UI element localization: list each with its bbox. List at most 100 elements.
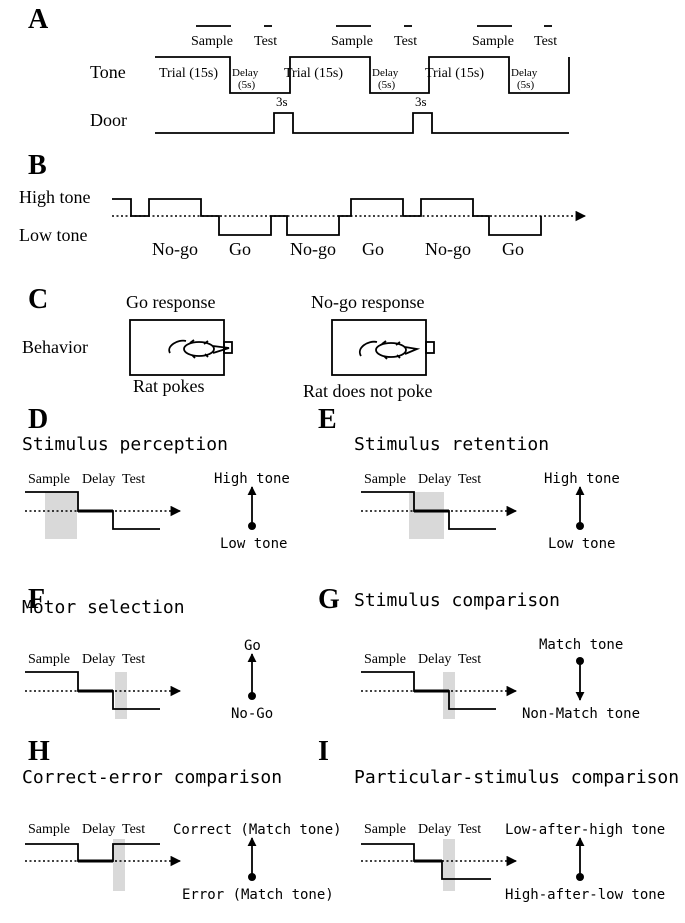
delay-duration: (5s) xyxy=(378,79,395,91)
response-label: Go xyxy=(362,239,384,259)
panel-title: Stimulus comparison xyxy=(354,590,560,611)
test-label: Test xyxy=(458,822,481,837)
tone-row-label: Tone xyxy=(90,62,126,82)
go-chamber xyxy=(129,319,225,376)
nogo-caption: Rat does not poke xyxy=(303,381,432,401)
origin-dot xyxy=(576,873,584,881)
bottom-condition-label: Non-Match tone xyxy=(522,706,640,722)
delay-label: Delay xyxy=(418,472,451,487)
delay-label: Delay xyxy=(372,67,399,79)
bottom-condition-label: No-Go xyxy=(231,706,273,722)
test-label: Test xyxy=(394,34,417,49)
trial-label: Trial (15s) xyxy=(425,66,484,81)
panel-e-letter: E xyxy=(318,404,337,435)
panel-title: Correct-error comparison xyxy=(22,767,282,788)
panel-c-letter: C xyxy=(28,284,48,315)
tone-trace xyxy=(155,56,570,94)
panel-b-letter: B xyxy=(28,150,47,181)
bottom-condition-label: Low tone xyxy=(220,536,287,552)
sample-test-markers: Sample Test Sample Test Sample Test xyxy=(191,25,557,49)
panel-title: Stimulus retention xyxy=(354,434,549,455)
sample-label: Sample xyxy=(364,472,406,487)
rat-icon xyxy=(168,339,230,359)
delay-label: Delay xyxy=(232,67,259,79)
panel-h-letter: H xyxy=(28,736,50,767)
sample-label: Sample xyxy=(472,34,514,49)
test-label: Test xyxy=(254,34,277,49)
test-label: Test xyxy=(534,34,557,49)
sample-label: Sample xyxy=(191,34,233,49)
top-condition-label: Match tone xyxy=(539,637,623,653)
high-tone-label: High tone xyxy=(19,187,91,207)
origin-dot xyxy=(248,692,256,700)
delay-label: Delay xyxy=(418,822,451,837)
panel-d-letter: D xyxy=(28,404,48,435)
sample-label: Sample xyxy=(364,822,406,837)
delay-label: Delay xyxy=(82,472,115,487)
response-label: No-go xyxy=(425,239,471,259)
analysis-window-shade xyxy=(443,839,455,891)
response-label: No-go xyxy=(152,239,198,259)
panel-c: C Behavior Go response Rat pokes No-go r… xyxy=(22,284,435,401)
origin-dot xyxy=(576,522,584,530)
panel-title: Particular-stimulus comparison xyxy=(354,767,679,788)
nogo-response-title: No-go response xyxy=(311,292,424,312)
origin-dot xyxy=(248,873,256,881)
top-condition-label: High tone xyxy=(214,471,290,487)
delay-label: Delay xyxy=(418,652,451,667)
panel-b: B High tone Low tone No-go Go No-go Go N… xyxy=(19,150,587,259)
panel-title: Motor selection xyxy=(22,597,185,618)
door-open-duration: 3s xyxy=(415,94,427,109)
bottom-condition-label: High-after-low tone xyxy=(505,887,665,903)
analysis-window-shade xyxy=(45,492,77,539)
bottom-condition-label: Low tone xyxy=(548,536,615,552)
go-response-title: Go response xyxy=(126,292,215,312)
poke-port xyxy=(425,341,435,354)
behavior-label: Behavior xyxy=(22,337,88,357)
origin-dot xyxy=(576,657,584,665)
test-label: Test xyxy=(458,472,481,487)
panel-title: Stimulus perception xyxy=(22,434,228,455)
rat-icon xyxy=(358,340,421,360)
tone-trace xyxy=(25,843,160,862)
sample-label: Sample xyxy=(331,34,373,49)
panel-g-letter: G xyxy=(318,584,340,615)
sample-label: Sample xyxy=(28,472,70,487)
response-label: No-go xyxy=(290,239,336,259)
analysis-window-shade xyxy=(113,839,125,891)
test-label: Test xyxy=(458,652,481,667)
trial-label: Trial (15s) xyxy=(159,66,218,81)
analysis-window-shade xyxy=(115,672,127,719)
delay-label: Delay xyxy=(511,67,538,79)
delay-duration: (5s) xyxy=(517,79,534,91)
origin-dot xyxy=(248,522,256,530)
top-condition-label: Go xyxy=(244,638,261,654)
panel-a-letter: A xyxy=(28,4,49,35)
sample-label: Sample xyxy=(28,652,70,667)
sample-label: Sample xyxy=(28,822,70,837)
delay-label: Delay xyxy=(82,652,115,667)
delay-duration: (5s) xyxy=(238,79,255,91)
trial-label: Trial (15s) xyxy=(284,66,343,81)
top-condition-label: Low-after-high tone xyxy=(505,822,665,838)
test-label: Test xyxy=(122,822,145,837)
go-caption: Rat pokes xyxy=(133,376,205,396)
door-row-label: Door xyxy=(90,110,127,130)
panel-f-letter: F xyxy=(28,584,45,615)
panel-i-letter: I xyxy=(318,736,329,767)
bottom-condition-label: Error (Match tone) xyxy=(182,887,334,903)
tone-sequence-trace xyxy=(112,198,542,236)
door-trace xyxy=(155,112,569,134)
panel-a: A Sample Test Sample Test Sample Test To… xyxy=(28,4,570,134)
top-condition-label: Correct (Match tone) xyxy=(173,822,342,838)
sample-label: Sample xyxy=(364,652,406,667)
top-condition-label: High tone xyxy=(544,471,620,487)
response-label: Go xyxy=(502,239,524,259)
